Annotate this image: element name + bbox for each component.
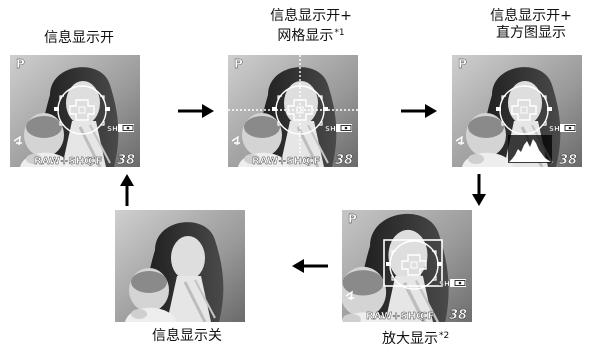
histogram bbox=[508, 135, 552, 163]
mode-indicator: P bbox=[234, 57, 243, 71]
metering-label: SH bbox=[549, 125, 560, 133]
metering-label: SH bbox=[107, 125, 118, 133]
arrow-left-icon bbox=[292, 259, 328, 273]
screen-info-off bbox=[115, 210, 245, 322]
shots-remaining: 38 bbox=[335, 153, 353, 167]
caption-hist-line2: 直方图显示 bbox=[496, 25, 566, 41]
caption-histogram: 信息显示开+ 直方图显示 bbox=[476, 8, 586, 42]
caption-grid-line2: 网格显示 bbox=[277, 28, 334, 44]
card-indicator: CF bbox=[306, 156, 320, 167]
arrow-up-icon bbox=[120, 174, 134, 206]
arrow-down-icon bbox=[472, 174, 486, 206]
scene-icon bbox=[13, 135, 22, 146]
card-indicator: CF bbox=[420, 311, 434, 322]
scene-icon bbox=[231, 135, 240, 146]
shots-remaining: 38 bbox=[449, 308, 467, 322]
caption-info-on: 信息显示开 bbox=[44, 30, 114, 46]
arrow-right-icon bbox=[401, 104, 437, 118]
mode-indicator: P bbox=[348, 212, 357, 226]
shots-remaining: 38 bbox=[117, 153, 135, 167]
arrow-right-icon bbox=[178, 104, 214, 118]
card-indicator: CF bbox=[88, 156, 102, 167]
screen-info-on: P RAW+SHQ CF 38 SH bbox=[10, 55, 140, 167]
mode-indicator: P bbox=[458, 57, 467, 71]
quality-indicator: RAW+SHQ bbox=[366, 311, 424, 322]
metering-label: SH bbox=[439, 280, 450, 288]
screen-zoom: P RAW+SHQ CF 38 SH bbox=[342, 210, 472, 322]
caption-zoom: 放大显示*2 bbox=[382, 328, 449, 348]
screen-grid: P RAW+SHQ CF 38 SH bbox=[228, 55, 358, 167]
quality-indicator: RAW+SHQ bbox=[34, 156, 92, 167]
screen-histogram: P 38 SH bbox=[452, 55, 582, 167]
caption-info-off: 信息显示关 bbox=[152, 328, 222, 344]
caption-hist-line1: 信息显示开+ bbox=[490, 8, 572, 24]
scene-icon bbox=[455, 135, 464, 146]
caption-zoom-note: *2 bbox=[439, 331, 450, 341]
caption-grid-line1: 信息显示开+ bbox=[270, 8, 352, 24]
mode-indicator: P bbox=[16, 57, 25, 71]
metering-label: SH bbox=[325, 125, 336, 133]
caption-grid-note: *1 bbox=[334, 28, 345, 38]
scene-icon bbox=[345, 290, 354, 301]
caption-zoom-text: 放大显示 bbox=[382, 331, 438, 347]
caption-grid: 信息显示开+ 网格显示*1 bbox=[256, 8, 366, 45]
shots-remaining: 38 bbox=[559, 153, 577, 167]
quality-indicator: RAW+SHQ bbox=[252, 156, 310, 167]
